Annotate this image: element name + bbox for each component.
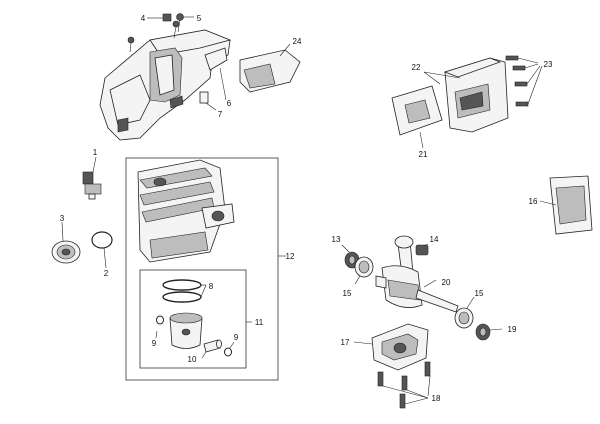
callout-8: 8 xyxy=(209,282,214,291)
callout-15-right: 15 xyxy=(475,289,484,298)
callout-4: 4 xyxy=(141,14,146,23)
cylinder xyxy=(137,159,235,263)
callout-16: 16 xyxy=(529,197,538,206)
snap-ring-part-2 xyxy=(91,231,113,269)
callout-7: 7 xyxy=(218,110,223,119)
callout-20: 20 xyxy=(442,278,451,287)
leader-22b xyxy=(423,71,461,79)
callout-9-left: 9 xyxy=(152,339,157,348)
crankcase-part-17 xyxy=(353,323,429,371)
callout-2: 2 xyxy=(104,269,109,278)
callout-9-right: 9 xyxy=(234,333,239,342)
callout-14: 14 xyxy=(430,235,439,244)
piston-kit-frame xyxy=(139,269,252,369)
callout-15-left: 15 xyxy=(343,289,352,298)
gasket-part-21 xyxy=(391,85,443,149)
callout-12: 12 xyxy=(286,252,295,261)
bearing-part-15-left xyxy=(354,256,374,285)
seal-part-19 xyxy=(475,323,503,341)
callout-3: 3 xyxy=(60,214,65,223)
callout-17: 17 xyxy=(341,338,350,347)
callout-11: 11 xyxy=(255,318,264,327)
screw-part-5b xyxy=(127,36,135,53)
callout-labels: 1 2 3 4 5 6 7 8 9 9 10 11 12 13 14 15 15… xyxy=(60,14,553,403)
piston xyxy=(169,312,203,349)
heat-shield-part-16 xyxy=(539,175,593,235)
circlip-part-9-right xyxy=(224,341,235,357)
bolts-part-23 xyxy=(505,55,543,107)
callout-10: 10 xyxy=(188,355,197,364)
crankshaft-part-20 xyxy=(375,235,459,313)
starter-part-3 xyxy=(51,221,81,264)
piston-pin-part-10 xyxy=(201,339,222,359)
needle-bearing-part-14 xyxy=(415,243,429,256)
callout-19: 19 xyxy=(508,325,517,334)
callout-24: 24 xyxy=(293,37,302,46)
piston-rings-part-8 xyxy=(162,279,207,303)
leader-22a xyxy=(423,71,441,85)
callout-18: 18 xyxy=(432,394,441,403)
callout-21: 21 xyxy=(419,150,428,159)
screw-part-4 xyxy=(147,13,172,22)
callout-23: 23 xyxy=(544,60,553,69)
screw-part-5 xyxy=(172,13,194,39)
cylinder-kit-frame xyxy=(125,157,286,381)
circlip-part-9-left xyxy=(155,315,164,339)
leader-6 xyxy=(219,67,227,101)
callout-1: 1 xyxy=(93,148,98,157)
bolts-part-18 xyxy=(377,361,431,409)
callout-6: 6 xyxy=(227,99,232,108)
callout-22: 22 xyxy=(412,63,421,72)
callout-5: 5 xyxy=(197,14,202,23)
callout-13: 13 xyxy=(332,235,341,244)
engine-cover xyxy=(99,29,232,141)
bearing-part-15-right xyxy=(454,296,475,329)
bushing-part-7 xyxy=(199,91,217,111)
muffler xyxy=(443,57,509,133)
flap-part-24 xyxy=(239,43,301,93)
spark-plug-part-1 xyxy=(82,156,102,200)
